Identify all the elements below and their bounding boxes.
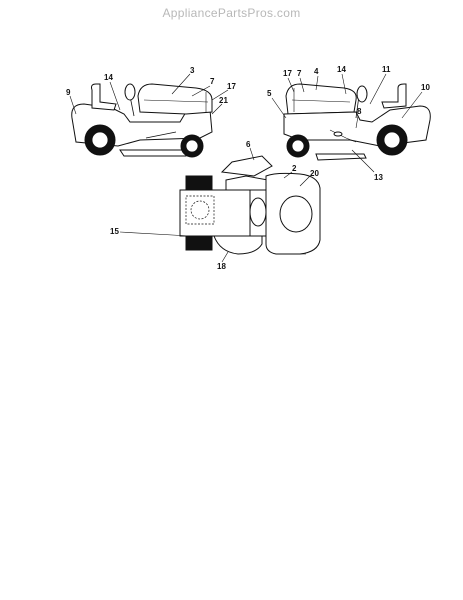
top-view-tractor: 6 2 20 15 18 <box>110 140 321 271</box>
callout-5: 5 <box>267 89 272 98</box>
callout-7-right: 7 <box>297 69 302 78</box>
callout-9: 9 <box>66 88 71 97</box>
callout-7-left: 7 <box>210 77 215 86</box>
callout-14-right: 14 <box>337 65 346 74</box>
right-side-view-tractor: 17 7 4 14 11 5 8 10 13 <box>267 65 431 182</box>
callout-18: 18 <box>217 262 226 271</box>
callout-13: 13 <box>374 173 383 182</box>
callout-17-left: 17 <box>227 82 236 91</box>
callout-4: 4 <box>314 67 319 76</box>
callout-20: 20 <box>310 169 319 178</box>
callout-8: 8 <box>357 107 362 116</box>
callout-15: 15 <box>110 227 119 236</box>
callout-17-right: 17 <box>283 69 292 78</box>
callout-2: 2 <box>292 164 297 173</box>
callout-10: 10 <box>421 83 430 92</box>
callout-11: 11 <box>382 65 391 74</box>
callout-6: 6 <box>246 140 251 149</box>
callout-14-left: 14 <box>104 73 113 82</box>
callout-21: 21 <box>219 96 228 105</box>
callout-3: 3 <box>190 66 195 75</box>
site-watermark: AppliancePartsPros.com <box>162 6 301 20</box>
left-side-view-tractor: 9 14 3 7 17 21 <box>66 66 236 158</box>
